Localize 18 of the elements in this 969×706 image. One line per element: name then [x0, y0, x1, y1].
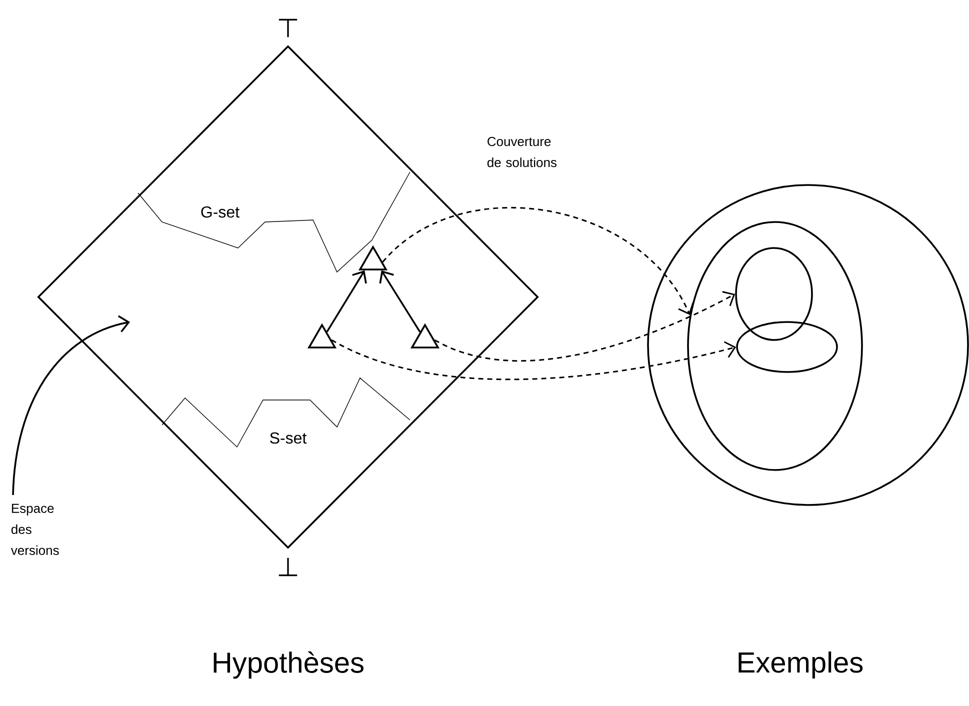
set-label: G-set	[201, 206, 240, 218]
example-circle	[647, 184, 969, 506]
logic-symbol: ⊥	[278, 558, 298, 576]
dashed-arrow	[382, 207, 694, 315]
annotation-text: Couverture de solutions	[487, 136, 557, 168]
example-ellipse	[735, 247, 813, 341]
dashed-arrow	[331, 339, 736, 380]
arrow	[379, 270, 421, 332]
panel-title: Hypothèses	[214, 651, 364, 679]
dashed-arrow	[434, 291, 736, 362]
leader-line	[12, 315, 130, 496]
panel-title: Exemples	[738, 651, 863, 679]
example-ellipse	[687, 221, 863, 471]
logic-symbol: ⊤	[278, 18, 298, 38]
arrow	[326, 270, 367, 332]
set-label: S-set	[270, 432, 307, 444]
example-ellipse	[736, 321, 838, 373]
text-label: Espace des versions	[10, 504, 59, 555]
